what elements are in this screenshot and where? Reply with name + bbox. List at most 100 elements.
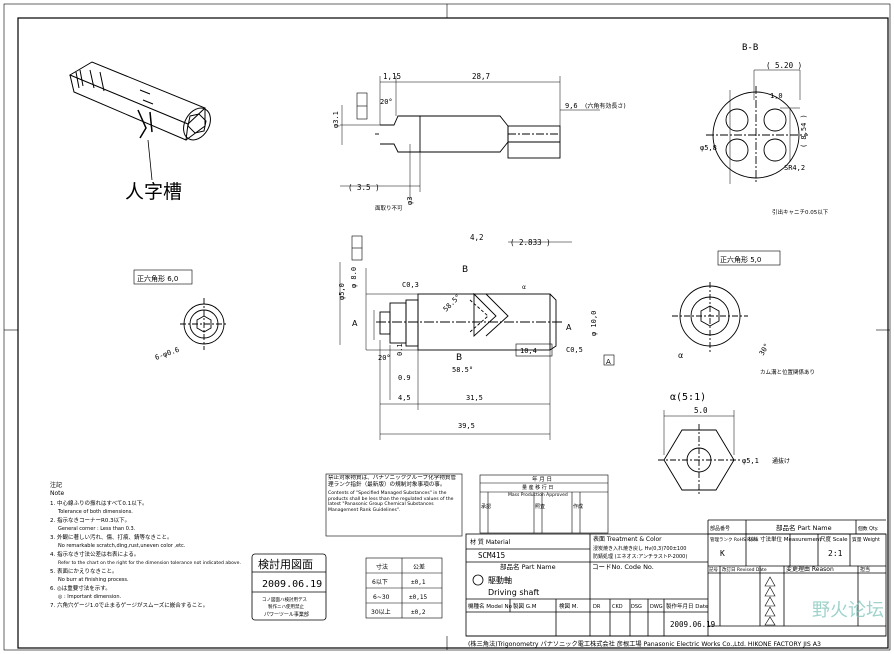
main-shaft-view bbox=[339, 235, 615, 440]
svg-text:公差: 公差 bbox=[413, 563, 425, 571]
svg-text:DR: DR bbox=[593, 604, 601, 610]
svg-text:B: B bbox=[456, 353, 462, 363]
svg-text:Note: Note bbox=[50, 490, 65, 497]
svg-text:30°: 30° bbox=[758, 342, 771, 357]
svg-text:General corner : Less than 0.3: General corner : Less than 0.3. bbox=[58, 526, 136, 532]
revision-triangles bbox=[764, 576, 776, 626]
svg-text:製作年月日 Date: 製作年月日 Date bbox=[666, 602, 709, 610]
svg-text:±0,1: ±0,1 bbox=[411, 579, 426, 586]
svg-text:担当: 担当 bbox=[860, 566, 870, 573]
svg-text:( 3.5 ): ( 3.5 ) bbox=[348, 183, 380, 192]
svg-text:パワーツール事業部: パワーツール事業部 bbox=[264, 611, 309, 618]
svg-text:31,5: 31,5 bbox=[466, 394, 483, 402]
svg-text:C0,5: C0,5 bbox=[566, 346, 583, 354]
svg-text:20°: 20° bbox=[380, 98, 393, 106]
svg-text:4. 指示なき寸法公差は右表による。: 4. 指示なき寸法公差は右表による。 bbox=[50, 550, 139, 558]
svg-text:6-φ0.6: 6-φ0.6 bbox=[154, 346, 181, 362]
svg-text:寸法: 寸法 bbox=[376, 563, 388, 571]
svg-text:A: A bbox=[606, 358, 611, 366]
svg-text:製作ニハ使用禁止: 製作ニハ使用禁止 bbox=[268, 603, 304, 610]
svg-text:CKD: CKD bbox=[612, 604, 623, 610]
shaft-end-view bbox=[340, 76, 600, 200]
svg-text:SCM415: SCM415 bbox=[478, 551, 505, 560]
svg-text:B-B: B-B bbox=[742, 43, 758, 53]
svg-text:変更理由 Reason: 変更理由 Reason bbox=[786, 565, 834, 573]
svg-text:年 月 日: 年 月 日 bbox=[532, 475, 552, 483]
svg-text:No burr at finishing process.: No burr at finishing process. bbox=[58, 577, 129, 583]
svg-text:カム溝と位置関係あり: カム溝と位置関係あり bbox=[760, 368, 815, 376]
svg-text:照査: 照査 bbox=[535, 503, 545, 510]
svg-text:DWG: DWG bbox=[650, 604, 663, 610]
svg-text:6. ◎は重要寸法を示す。: 6. ◎は重要寸法を示す。 bbox=[50, 584, 111, 592]
svg-text:α(5:1): α(5:1) bbox=[670, 392, 706, 403]
svg-text:Driving shaft: Driving shaft bbox=[488, 588, 539, 597]
alpha-detail-view bbox=[658, 410, 740, 496]
restricted-note-box bbox=[325, 473, 463, 537]
svg-text:±0,2: ±0,2 bbox=[411, 609, 426, 616]
right-end-view bbox=[672, 250, 781, 352]
groove-label: 人字槽 bbox=[125, 181, 182, 203]
svg-text:φ5,1: φ5,1 bbox=[742, 457, 759, 465]
svg-text:Mass Production Approved: Mass Production Approved bbox=[508, 492, 568, 498]
svg-text:φ5,0: φ5,0 bbox=[338, 283, 346, 300]
svg-text:B: B bbox=[462, 265, 468, 275]
svg-text:3. 外観に著しい汚れ、傷、打痕、錆等なきこと。: 3. 外観に著しい汚れ、傷、打痕、錆等なきこと。 bbox=[50, 533, 173, 541]
svg-text:A: A bbox=[566, 323, 572, 332]
svg-text:6以下: 6以下 bbox=[372, 579, 388, 586]
svg-text:注記: 注記 bbox=[50, 481, 62, 489]
svg-text:30以上: 30以上 bbox=[371, 608, 391, 616]
svg-text:2:1: 2:1 bbox=[828, 549, 843, 558]
svg-text:4,2: 4,2 bbox=[470, 233, 484, 242]
svg-text:K: K bbox=[720, 549, 725, 558]
svg-text:部品名 Part Name: 部品名 Part Name bbox=[776, 523, 832, 532]
forum-watermark: 野火论坛 bbox=[812, 600, 884, 621]
svg-text:0.1: 0.1 bbox=[396, 343, 404, 356]
svg-text:部品名 Part Name: 部品名 Part Name bbox=[500, 562, 556, 571]
svg-text:( 5.20 ): ( 5.20 ) bbox=[766, 61, 802, 70]
svg-text:正六角形 5,0: 正六角形 5,0 bbox=[720, 255, 761, 264]
svg-text:0.9: 0.9 bbox=[398, 374, 411, 382]
notes-block: 注記 Note 1. 中心線ふりの振れはすべて0.1以下。 Tolerance … bbox=[50, 481, 241, 609]
svg-text:α: α bbox=[678, 351, 683, 360]
svg-text:尺度 Scale: 尺度 Scale bbox=[820, 535, 848, 543]
svg-text:改訂日 Revised Date: 改訂日 Revised Date bbox=[722, 566, 767, 573]
section-bb-view bbox=[706, 69, 808, 184]
svg-text:機種名 Model No: 機種名 Model No bbox=[468, 602, 513, 610]
svg-text:φ 8.0: φ 8.0 bbox=[350, 267, 358, 288]
svg-text:58.5°: 58.5° bbox=[442, 293, 463, 314]
svg-text:4,5: 4,5 bbox=[398, 394, 411, 402]
svg-text:7. 六角穴ゲージ1.0で止まるゲージがスムーズに嵌合するこ: 7. 六角穴ゲージ1.0で止まるゲージがスムーズに嵌合すること。 bbox=[50, 601, 208, 609]
svg-text:部品番号: 部品番号 bbox=[710, 525, 730, 532]
svg-text:9,6: 9,6 bbox=[565, 102, 578, 110]
svg-text:Refer to the chart on the righ: Refer to the chart on the right for the … bbox=[58, 560, 241, 566]
svg-text:(六角有効長さ): (六角有効長さ) bbox=[585, 102, 626, 110]
svg-text:No remarkable scratch,ding,rus: No remarkable scratch,ding,rust,uneven c… bbox=[58, 543, 186, 549]
svg-text:製図 G.M: 製図 G.M bbox=[513, 602, 537, 610]
title-block bbox=[465, 519, 887, 637]
tolerance-table bbox=[365, 557, 443, 619]
production-approval-block bbox=[479, 474, 609, 534]
svg-text:φ5,8: φ5,8 bbox=[700, 144, 717, 152]
svg-text:材 質 Material: 材 質 Material bbox=[470, 538, 511, 546]
svg-text:駆動軸: 駆動軸 bbox=[488, 575, 512, 585]
svg-text:φ3: φ3 bbox=[406, 197, 414, 205]
svg-text:SR4,2: SR4,2 bbox=[784, 164, 805, 172]
svg-text:通抜け: 通抜け bbox=[772, 457, 790, 465]
svg-text:承認: 承認 bbox=[481, 503, 491, 510]
svg-text:検討用図面: 検討用図面 bbox=[258, 557, 313, 571]
svg-text:2. 指示なきコーナーR0.3以下。: 2. 指示なきコーナーR0.3以下。 bbox=[50, 516, 130, 524]
inspection-stamp bbox=[251, 553, 327, 621]
svg-text:6~30: 6~30 bbox=[373, 594, 390, 601]
svg-text:1,0: 1,0 bbox=[770, 92, 783, 100]
svg-text:C0,3: C0,3 bbox=[402, 281, 419, 289]
svg-text:浸炭焼き入れ焼き戻し Hv(0,3)700±100: 浸炭焼き入れ焼き戻し Hv(0,3)700±100 bbox=[593, 545, 686, 552]
svg-text:◎ : Important dimension.: ◎ : Important dimension. bbox=[58, 594, 122, 600]
svg-text:DSG: DSG bbox=[631, 604, 642, 610]
restricted-note-jp: 禁止対象物質は、パナソニックグループ化学物質管理ランク指針（最新版）の規制対象事… bbox=[328, 475, 457, 488]
left-end-view bbox=[133, 269, 228, 350]
svg-text:2009.06.19: 2009.06.19 bbox=[670, 620, 715, 629]
svg-text:質量 Weight: 質量 Weight bbox=[852, 536, 880, 543]
svg-text:個数 Qty.: 個数 Qty. bbox=[858, 525, 878, 532]
svg-text:( 8,54 ): ( 8,54 ) bbox=[800, 114, 808, 148]
